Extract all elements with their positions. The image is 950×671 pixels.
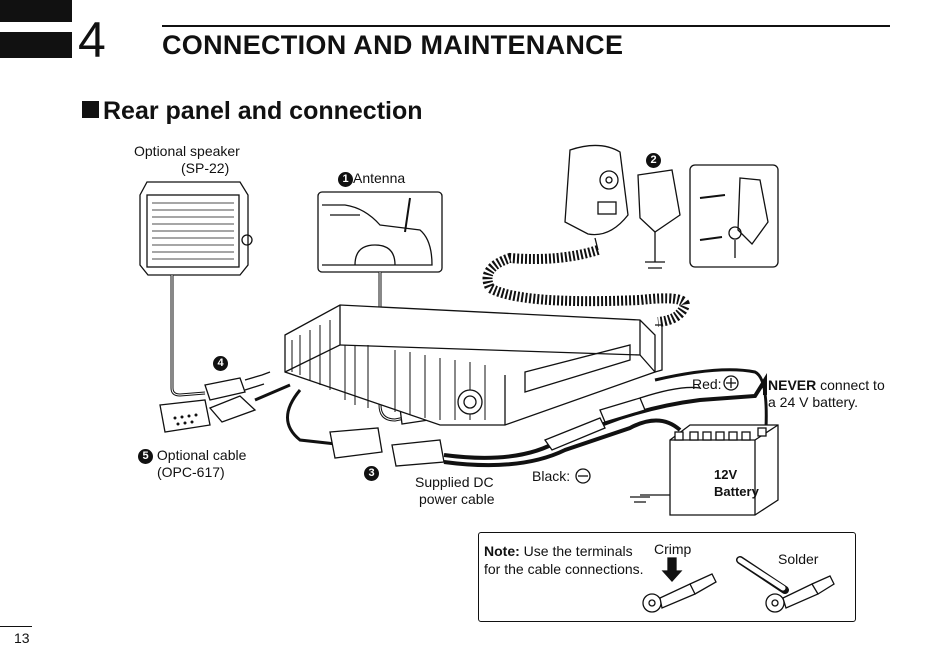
page-number: 13 [14,630,30,646]
radio-body-illustration [284,304,663,426]
never-label-line2: a 24 V battery. [768,394,859,410]
speaker-label-line2: (SP-22) [181,160,230,176]
plus-icon [723,375,739,391]
speaker-jack-callout: 4 [213,354,228,371]
crimp-label: Crimp [654,541,692,557]
speaker-illustration [139,181,253,276]
callout-1-icon: 1 [338,172,353,187]
dc-callout: 3 [364,464,379,481]
chapter-tab-bar-bottom [0,32,72,58]
minus-icon [575,468,591,484]
section-title: Rear panel and connection [82,97,423,126]
dc-cable-left [286,389,346,447]
chapter-tab-bar-top [0,0,72,22]
bracket-callout: 2 [646,151,661,168]
antenna-inset [317,191,443,273]
db9-connector [159,399,211,433]
solder-label: Solder [778,551,819,567]
callout-5-icon: 5 [138,449,153,464]
battery-label-line2: Battery [714,484,759,499]
callout-4-icon: 4 [213,356,228,371]
note-box [478,532,856,622]
footer-rule [0,626,32,627]
red-label: Red: [692,376,722,392]
chapter-number: 4 [78,12,106,68]
note-line2: for the cable connections. [484,561,644,577]
section-square-icon [82,101,99,118]
cable-label-line2: (OPC-617) [157,464,225,480]
cable-label-text: Optional cable [156,447,247,463]
never-bold: NEVER [768,377,817,393]
dc-label-line2: power cable [419,491,495,507]
dc-plug [329,427,383,459]
speaker-cable [170,275,206,397]
speaker-label-line1: Optional speaker [134,143,240,159]
battery-label-line1: 12V [714,467,738,482]
battery-illustration [669,424,779,516]
antenna-label-text: Antenna [353,170,406,186]
section-title-text: Rear panel and connection [103,97,423,125]
callout-3-icon: 3 [364,466,379,481]
note-text1: Use the terminals [519,543,633,559]
black-label: Black: [532,468,571,484]
chapter-title: CONNECTION AND MAINTENANCE [162,30,624,60]
crimp-arrow-icon [661,557,683,582]
dc-label-line1: Supplied DC [415,474,494,490]
never-label-line1: NEVER connect to [768,377,885,394]
dc-black-wire [443,418,682,468]
cable-label-line1: 5 Optional cable [138,447,246,464]
note-line1: Note: Use the terminals [484,543,633,560]
mic-hanger [637,169,681,233]
callout-2-icon: 2 [646,153,661,168]
mic-illustration [564,144,629,236]
note-bold: Note: [484,543,520,559]
header-rule [162,25,890,27]
never-rest: connect to [816,377,885,393]
